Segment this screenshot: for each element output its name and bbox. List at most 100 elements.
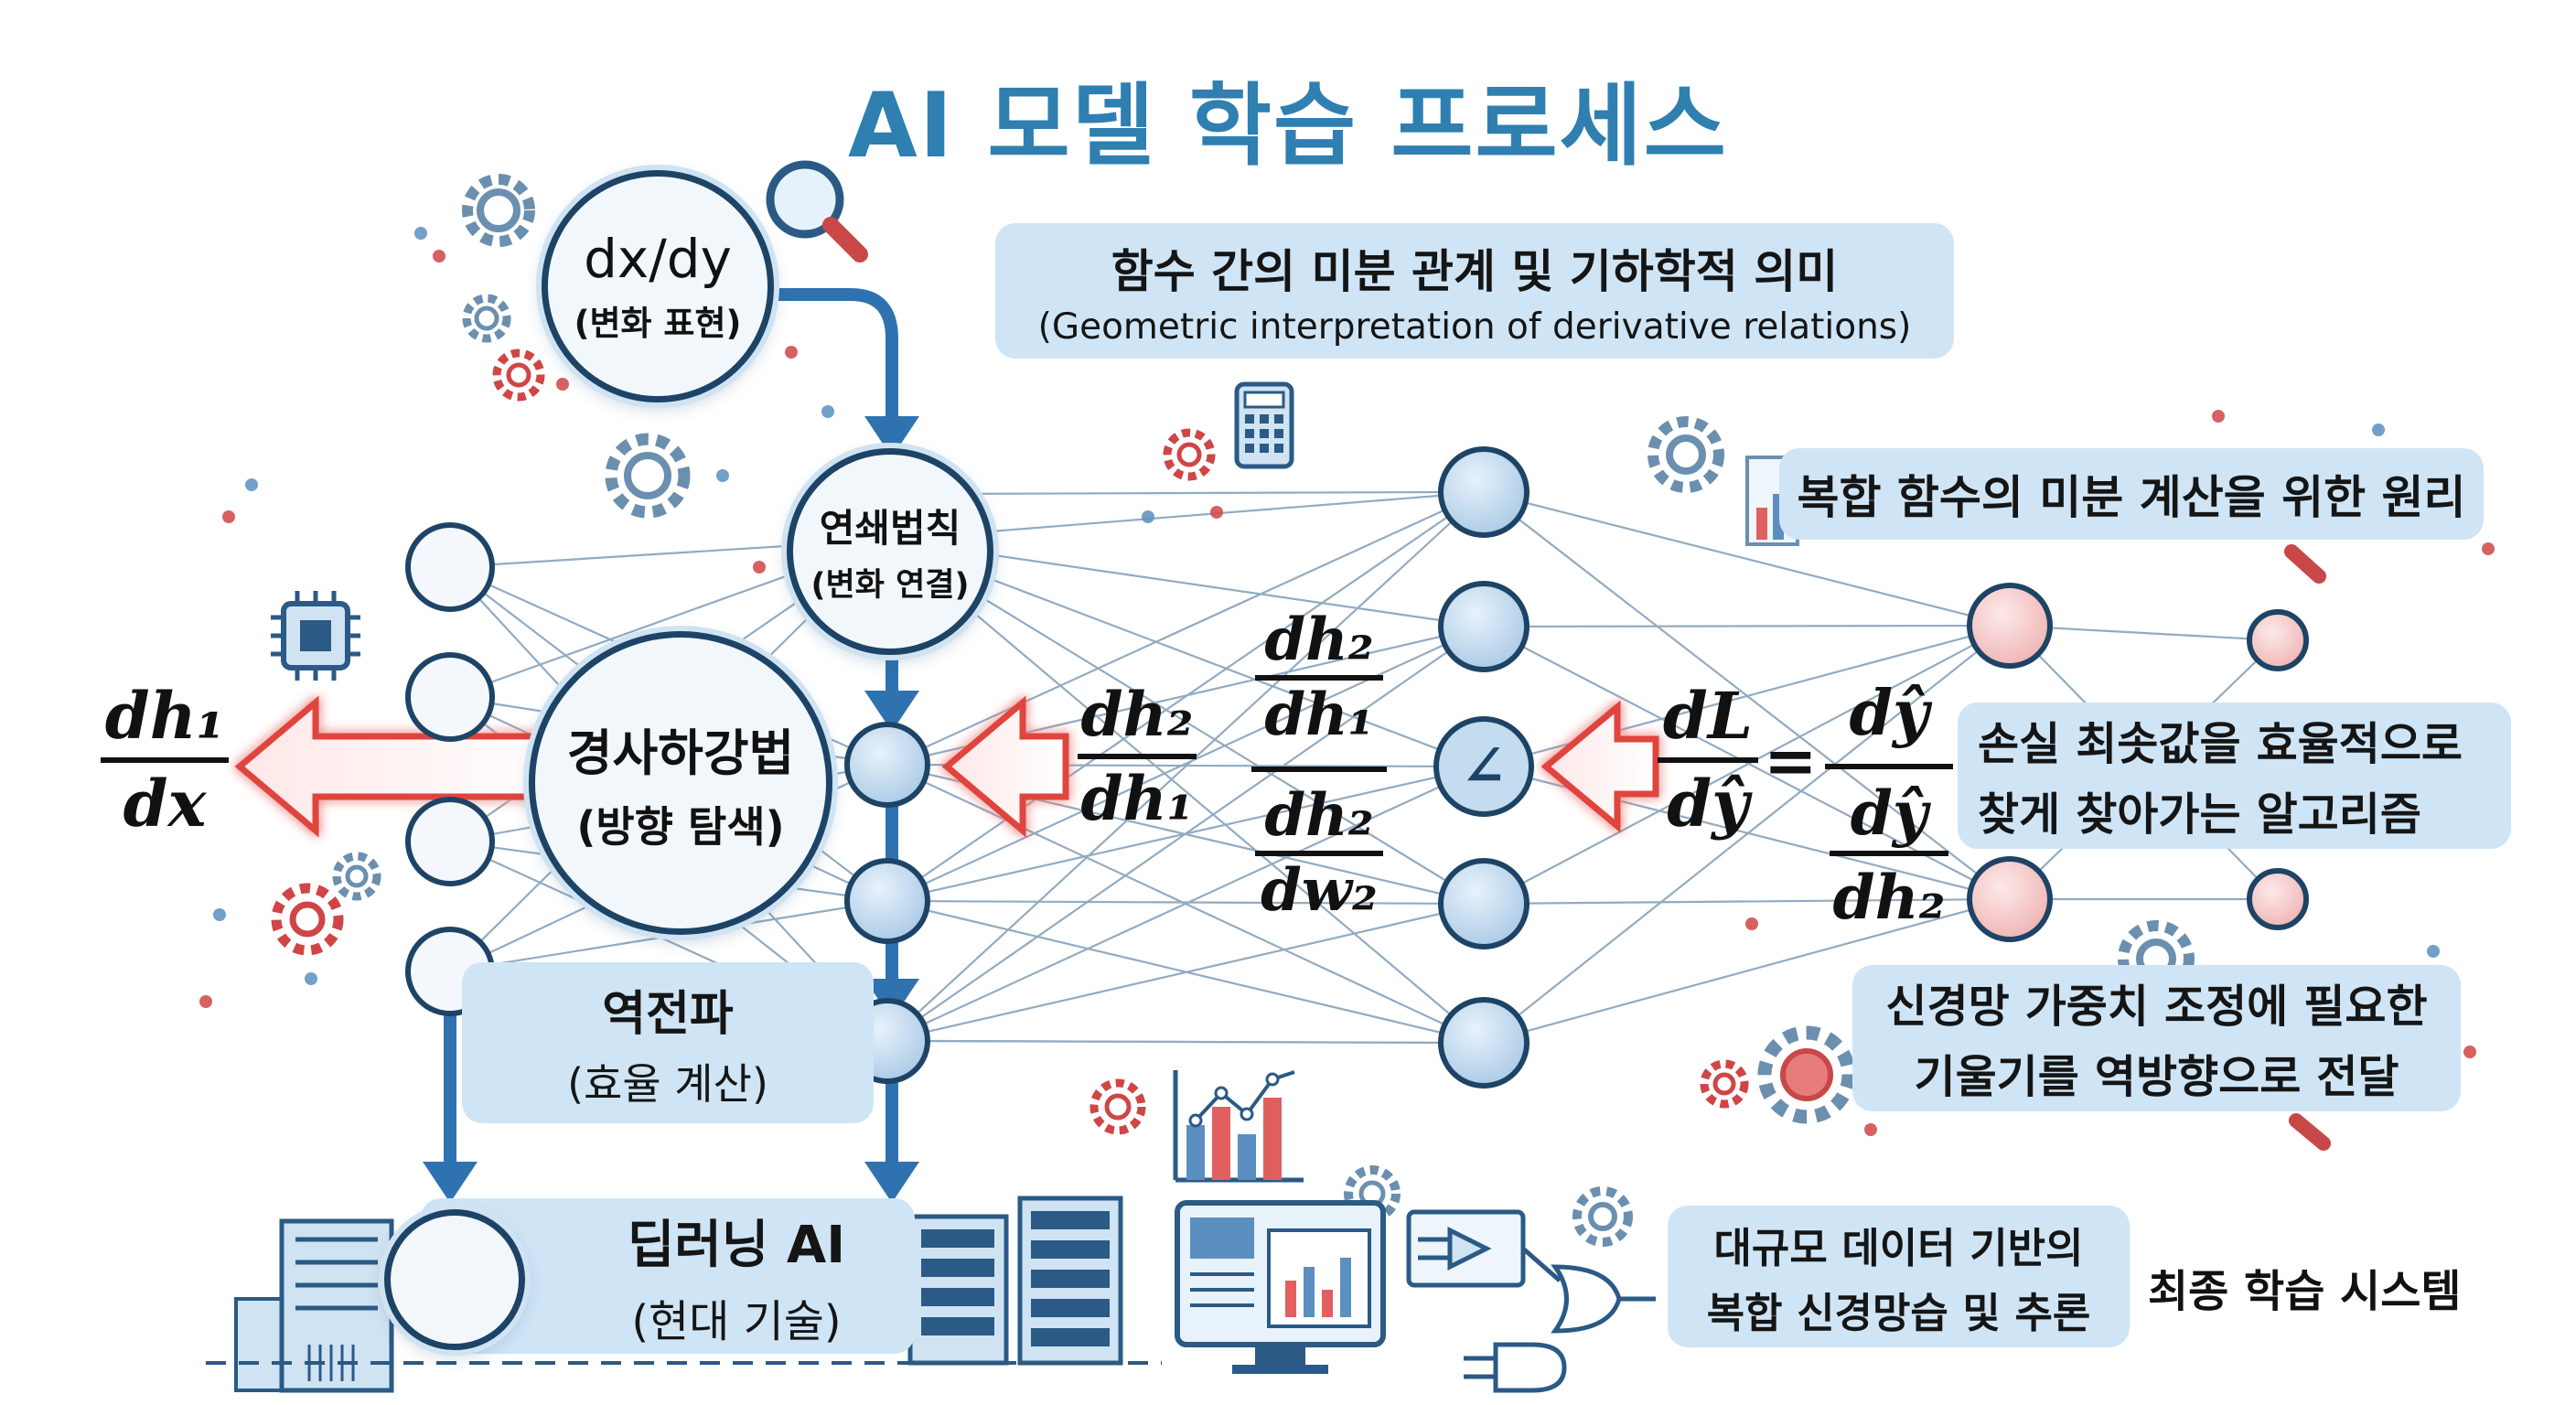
callout-geometric: 함수 간의 미분 관계 및 기하학적 의미 (Geometric interpr… <box>995 223 1954 359</box>
callout-title: 함수 간의 미분 관계 및 기하학적 의미 <box>1111 244 1839 298</box>
network-node <box>405 797 495 886</box>
fraction-numerator: dL <box>1662 678 1754 754</box>
node-sublabel: (현대 기술) <box>631 1295 842 1347</box>
equation-stack-bottom: dh₂ dw₂ <box>1255 787 1383 920</box>
callout-line: 찾게 찾아가는 알고리즘 <box>1978 788 2421 841</box>
bar-chart-icon <box>1173 1070 1304 1183</box>
output-node <box>1967 583 2053 669</box>
callout-composite: 복합 함수의 미분 계산을 위한 원리 <box>1779 448 2484 540</box>
rhs-denominator: dh₂ <box>1832 862 1946 933</box>
decorative-dot <box>1210 506 1223 519</box>
network-node <box>405 522 495 612</box>
magnifier-icon <box>2289 1113 2331 1151</box>
decorative-dot <box>556 378 569 391</box>
decorative-dot <box>414 227 427 240</box>
network-node <box>1438 581 1530 672</box>
callout-weights: 신경망 가중치 조정에 필요한 기울기를 역방향으로 전달 <box>1852 965 2461 1111</box>
network-edge <box>932 490 1442 496</box>
arrowhead-chain <box>864 416 919 457</box>
red-arrow-right <box>1540 700 1659 833</box>
node-sublabel: (변화 연결) <box>810 567 970 604</box>
fraction-denominator: dx <box>123 766 207 842</box>
fraction-denominator: dh₁ <box>1264 681 1374 749</box>
network-edge <box>886 491 1485 1042</box>
callout-subtitle: (Geometric interpretation of derivative … <box>1037 306 1912 348</box>
decorative-dot <box>753 561 766 574</box>
callout-line: 복합 신경망습 및 추론 <box>1706 1288 2091 1337</box>
fraction-bar <box>1255 675 1383 681</box>
output-layer-nodes <box>1967 583 2309 942</box>
node-dxdy: dx/dy (변화 표현) <box>542 170 774 402</box>
logic-gate-icon <box>1406 1209 1656 1393</box>
node-sublabel: (변화 표현) <box>574 304 742 343</box>
decorative-dot <box>245 478 258 491</box>
red-arrow-left <box>234 695 566 838</box>
arrowhead-chain-down <box>864 691 919 732</box>
node-sublabel: (효율 계산) <box>567 1058 768 1109</box>
gear-icon <box>271 883 344 956</box>
network-edge <box>449 899 888 973</box>
monitor-icon <box>1175 1200 1386 1374</box>
left-layer-nodes <box>405 522 495 1016</box>
network-edge <box>1483 897 2011 1045</box>
network-edge <box>886 902 1485 1043</box>
decorative-dot <box>2427 945 2440 958</box>
rhs-mid: dŷ <box>1850 778 1928 849</box>
decorative-dot <box>1864 1123 1877 1136</box>
node-chain-rule: 연쇄법칙 (변화 연결) <box>787 448 993 655</box>
equation-dL-dyhat: dL dŷ <box>1658 684 1758 836</box>
gear-icons <box>271 174 2195 1247</box>
network-edge <box>886 626 1485 902</box>
fraction-denominator: dw₂ <box>1261 856 1378 925</box>
fraction-bar <box>1830 851 1948 856</box>
fraction-bar-main <box>1251 767 1387 772</box>
output-node <box>1967 856 2053 942</box>
gear-icon <box>1700 1059 1749 1109</box>
output-node <box>2247 609 2309 671</box>
network-edge <box>2009 624 2279 642</box>
node-gradient-descent: 경사하강법 (방향 탐색) <box>529 631 832 935</box>
gear-icon <box>462 174 535 247</box>
decorative-dot <box>213 908 226 921</box>
decorative-dot <box>2372 424 2385 436</box>
final-system-label: 최종 학습 시스템 <box>2148 1266 2462 1317</box>
network-node <box>844 858 930 944</box>
decorative-dot <box>716 469 729 482</box>
decorative-dot <box>1745 917 1758 930</box>
decorative-dot <box>199 995 212 1008</box>
calculator-icon <box>1234 381 1294 469</box>
gear-icon <box>1163 428 1216 481</box>
equation-dh2-dh1: dh₂ dh₁ <box>1078 684 1197 829</box>
network-edge <box>886 899 1485 906</box>
network-node <box>405 652 495 742</box>
hidden-layer-nodes <box>1433 446 1534 1089</box>
node-label: dx/dy <box>584 228 732 290</box>
output-node <box>2247 868 2309 930</box>
decorative-dot <box>821 405 834 418</box>
decorative-dot <box>305 972 317 985</box>
magnifier-icon <box>766 160 868 263</box>
arrowhead-deeplearning <box>864 1162 919 1203</box>
network-node <box>1438 997 1530 1089</box>
decorative-dot <box>785 346 798 359</box>
gear-icon <box>332 852 381 901</box>
red-arrow-middle <box>941 695 1069 838</box>
gear-icon <box>605 433 691 519</box>
decorative-dot <box>2212 410 2225 423</box>
decorative-dot <box>2463 1046 2476 1058</box>
fraction-bar <box>1658 757 1758 763</box>
page-title: AI 모델 학습 프로세스 <box>848 74 1728 178</box>
rhs-numerator: dŷ <box>1849 677 1929 750</box>
network-edge <box>886 490 1485 767</box>
gear-icon <box>492 349 545 402</box>
callout-line: 손실 최솟값을 효율적으로 <box>1978 718 2463 770</box>
network-node-center <box>1433 716 1534 817</box>
network-node <box>1438 858 1530 949</box>
fraction-numerator: dh₁ <box>104 678 225 754</box>
network-edge <box>886 539 1485 905</box>
fraction-bar <box>1078 754 1197 759</box>
network-edge <box>886 766 1485 1042</box>
callout-line: 대규모 데이터 기반의 <box>1713 1223 2084 1272</box>
